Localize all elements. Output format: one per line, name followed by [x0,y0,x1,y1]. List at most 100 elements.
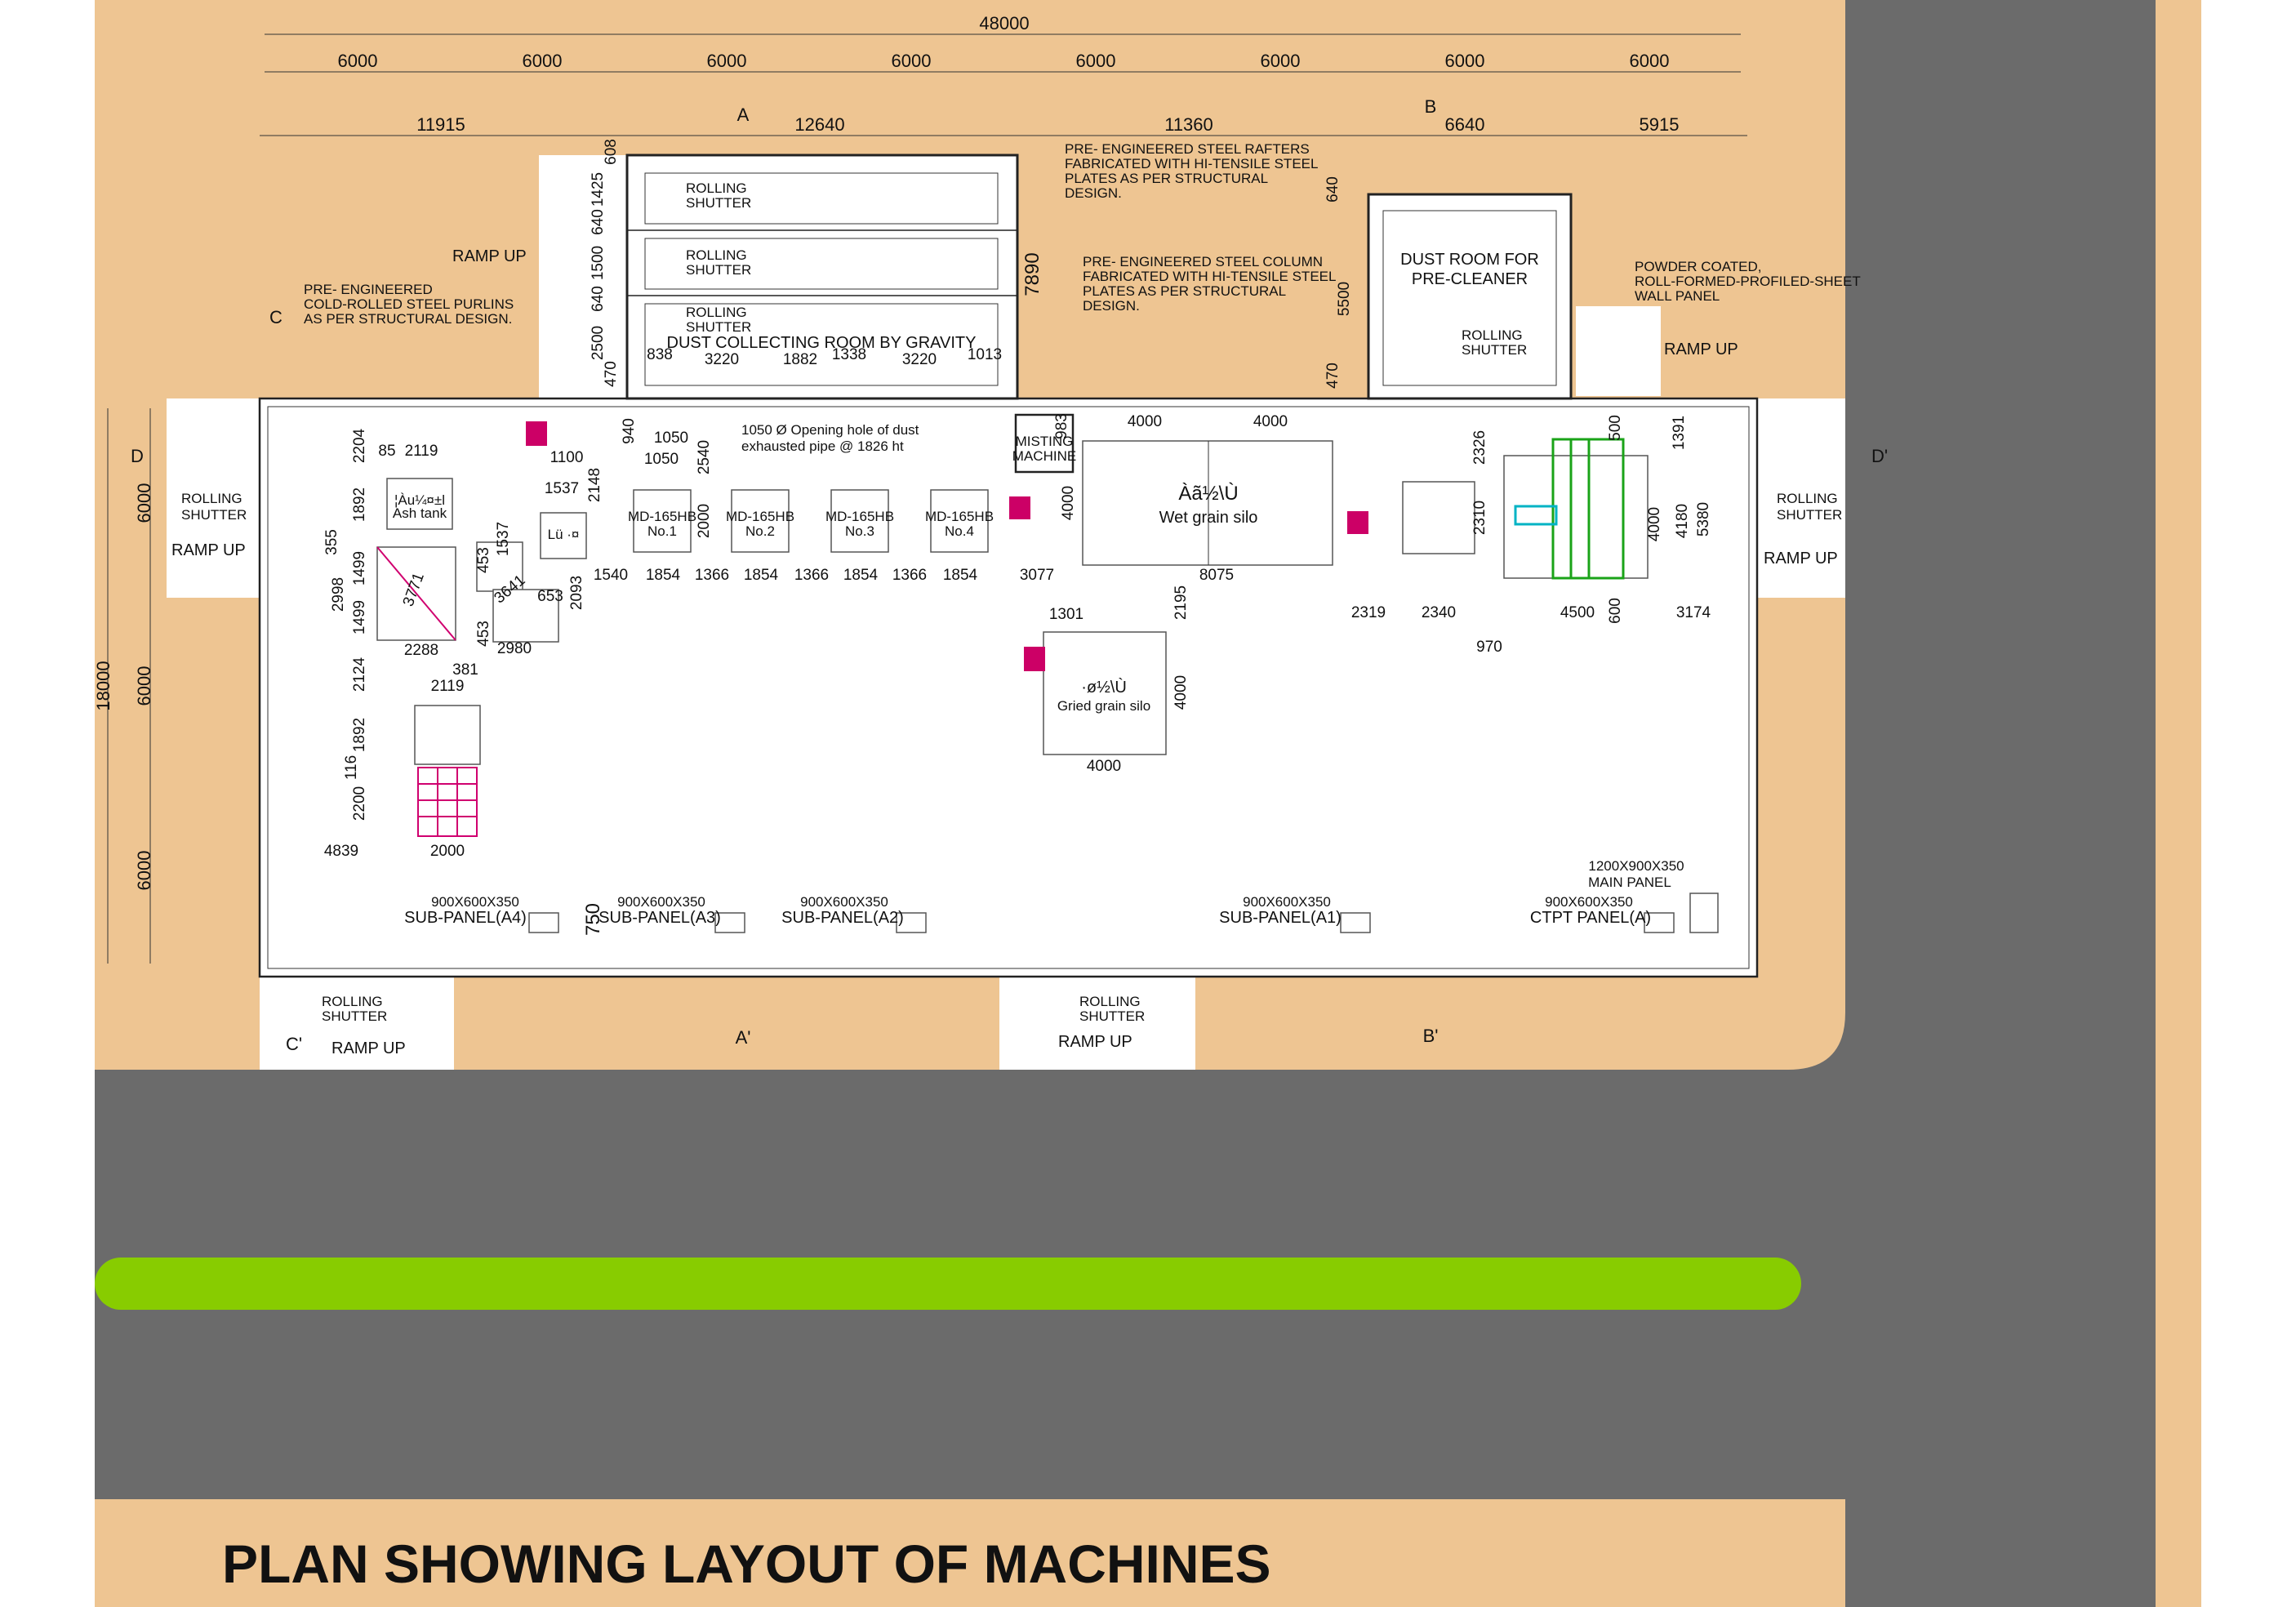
note-purlins-2: COLD-ROLLED STEEL PURLINS [304,296,514,312]
md-machine-2 [731,489,790,553]
rb-2310: 2310 [1471,501,1488,535]
ramp-up-3: RAMP UP [171,541,246,559]
main-panel-name: MAIN PANEL [1588,875,1671,890]
dim-seg-1: 11915 [416,114,465,135]
ramp-apron-bottom-left [260,977,454,1070]
rs4-l2: SHUTTER [1462,342,1527,358]
dc-2540: 2540 [696,440,713,474]
dust-bottom-1338: 1338 [832,346,866,363]
note-wall-3: WALL PANEL [1635,288,1720,304]
dust-bottom-3220b: 3220 [902,351,937,368]
dust-dim-640a: 640 [590,209,607,235]
dim-seg-5: 5915 [1640,114,1680,135]
dim-bay-2: 6000 [523,51,563,71]
row-1854a: 1854 [646,567,681,584]
note-column: PRE- ENGINEERED STEEL COLUMN FABRICATED … [1083,254,1336,314]
section-d-prime: D' [1871,446,1888,466]
lb-2119a: 2119 [405,443,438,460]
note-purlins-3: AS PER STRUCTURAL DESIGN. [304,311,512,327]
hatched-grid [417,767,478,837]
ramp-up-1: RAMP UP [452,247,527,265]
panel-a3-name: SUB-PANEL(A3) [598,909,721,927]
wet-silo-l2: Wet grain silo [1159,509,1258,527]
sub-panel-a3-box [714,912,745,933]
dust-dim-608: 608 [603,139,620,165]
lb-2200: 2200 [351,786,368,821]
lb-355: 355 [323,529,340,555]
dried-silo-l1: ·ø½\Ù [1081,678,1127,697]
magenta-unit-3 [1024,647,1045,671]
page-title: PLAN SHOWING LAYOUT OF MACHINES [222,1534,1271,1594]
lb-2288: 2288 [404,642,438,659]
lm-1537a: 1537 [545,480,579,497]
lb-2119b: 2119 [431,678,465,695]
pre-dim-640: 640 [1324,176,1342,203]
lb-2000: 2000 [430,843,465,860]
dim-seg-3: 11360 [1164,114,1213,135]
dust-dim-1500: 1500 [590,246,607,280]
dc-1050b: 1050 [644,451,679,468]
dust-bottom-838: 838 [647,346,673,363]
row-8075: 8075 [1199,567,1234,584]
panel-a4-size: 900X600X350 [431,894,519,910]
panel-a4-name: SUB-PANEL(A4) [404,909,527,927]
rb-1391: 1391 [1671,416,1688,450]
ash-tank-l1: ¦Àu¼¤±l [394,492,445,508]
note-opening-1: 1050 Ø Opening hole of dust [741,422,919,438]
panel-a1-name: SUB-PANEL(A1) [1219,909,1342,927]
lb-1499b: 1499 [351,600,368,634]
row-1366b: 1366 [794,567,829,584]
dim-left-bay-3: 6000 [134,851,154,891]
rs1-l2: SHUTTER [686,195,751,211]
dust-dim-2500: 2500 [590,326,607,360]
rb-500: 500 [1607,415,1624,441]
wet-silo-l1: Àã½\Ù [1178,483,1238,505]
note-opening: 1050 Ø Opening hole of dust exhausted pi… [741,422,919,454]
dried-grain-silo [1043,631,1167,755]
note-column-3: PLATES AS PER STRUCTURAL [1083,283,1286,299]
md2-l2: No.2 [745,523,775,539]
dim-left-bay-2: 6000 [134,666,154,706]
section-d: D [131,446,144,466]
rs3-l1: ROLLING [686,305,747,320]
precleaner-room [1367,193,1573,400]
dim-bay-3: 6000 [707,51,747,71]
section-c: C [269,307,283,327]
dim-bay-7: 6000 [1445,51,1485,71]
dc-940: 940 [621,418,638,444]
rs6-l1: ROLLING [1777,491,1838,506]
cyan-duct [1514,505,1558,526]
elevator-diagonal [376,546,456,641]
misting-l1: MISTING [1016,434,1074,449]
note-opening-2: exhausted pipe @ 1826 ht [741,438,904,454]
note-wall-1: POWDER COATED, [1635,259,1762,274]
magenta-unit-1 [526,421,547,446]
rb-2326: 2326 [1471,430,1488,465]
note-rafters-3: PLATES AS PER STRUCTURAL [1065,171,1268,186]
md-machine-3 [830,489,889,553]
md-machine-4 [930,489,989,553]
note-column-4: DESIGN. [1083,298,1140,314]
main-panel-size: 1200X900X350 [1588,858,1684,874]
dust-chamber-1 [644,172,999,225]
note-purlins: PRE- ENGINEERED COLD-ROLLED STEEL PURLIN… [304,282,514,327]
precleaner-inner [1382,210,1557,386]
dim-7890: 7890 [1021,252,1043,296]
road-curve-top [1788,1013,1845,1070]
dust-dim-1425: 1425 [590,172,607,207]
ramp-up-2: RAMP UP [1664,341,1738,358]
rs8-l1: ROLLING [1079,994,1141,1009]
md1-l1: MD-165HB [628,509,696,524]
ground-strip-right [2156,0,2201,1607]
dim-left-overall: 18000 [93,661,113,710]
dust-room-label: DUST COLLECTING ROOM BY GRAVITY [667,334,977,352]
rs8-l2: SHUTTER [1079,1008,1145,1024]
misting-machine [1014,413,1075,474]
precleaner-label-1: DUST ROOM FOR [1400,251,1539,269]
misting-l2: MACHINE [1012,448,1076,464]
note-wall-panel: POWDER COATED, ROLL-FORMED-PROFILED-SHEE… [1635,259,1861,304]
rb-2319: 2319 [1351,604,1386,621]
pre-dim-470: 470 [1324,363,1342,389]
right-equipment-box [1402,481,1475,554]
magenta-unit-2 [1009,496,1030,519]
